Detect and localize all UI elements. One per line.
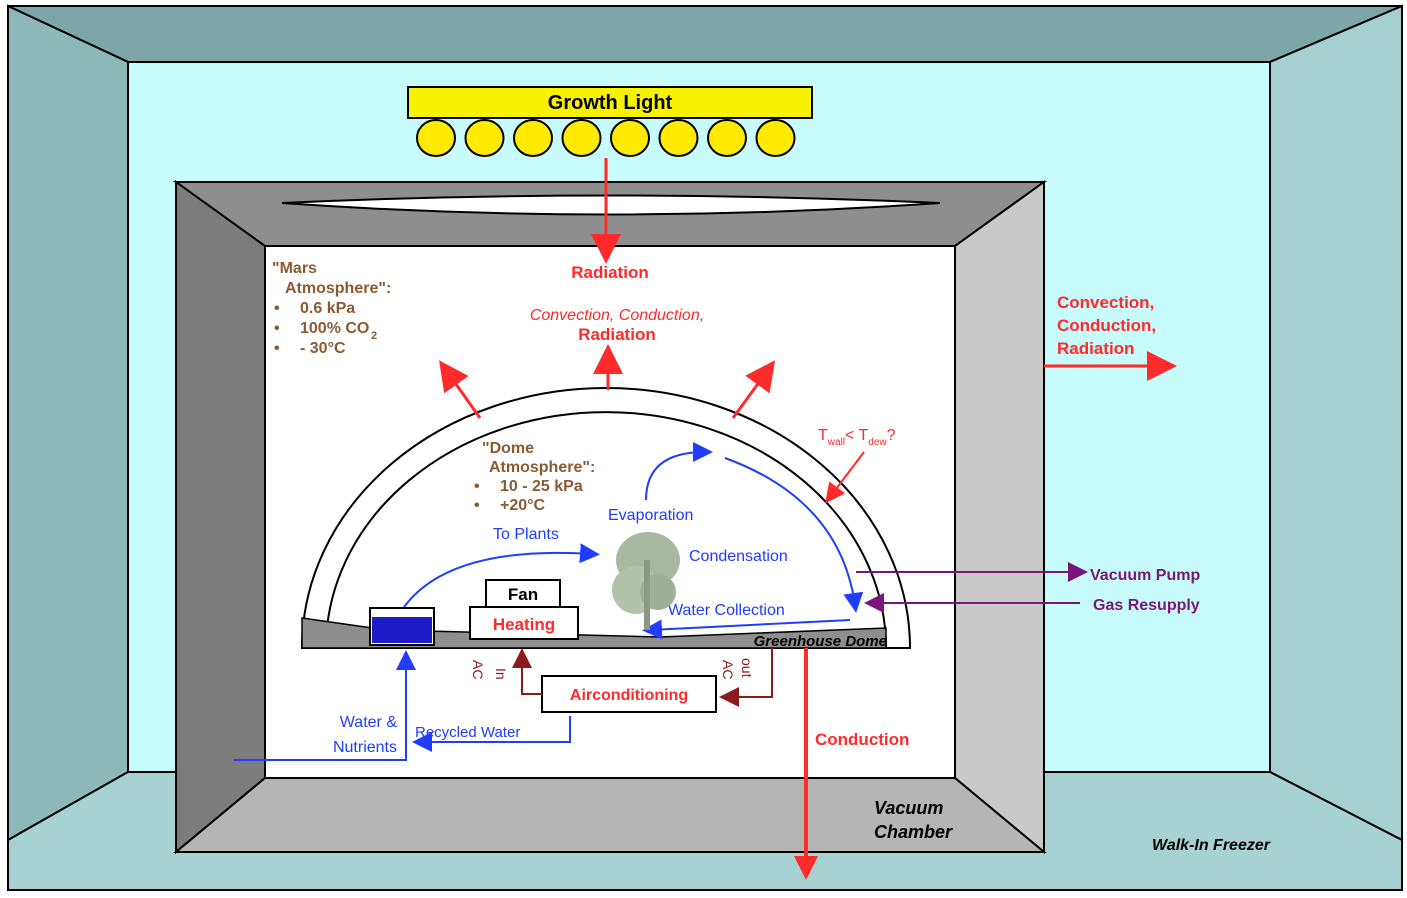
mars-bullet: •	[274, 300, 280, 317]
lamp-bulb	[610, 119, 650, 157]
mars-atmosphere-block: "Mars Atmosphere": • 0.6 kPa • 100% CO 2…	[272, 260, 391, 357]
fan-label: Fan	[508, 585, 538, 604]
to-plants-arrow	[403, 543, 600, 608]
ac-in-label-1: AC	[470, 660, 486, 679]
water-reservoir-fill	[372, 617, 432, 643]
radiation-label: Radiation	[571, 263, 648, 282]
dome-heat-label-1: Convection, Conduction,	[530, 307, 704, 324]
vacuum-chamber	[172, 180, 1048, 855]
dome-bullet: •	[474, 497, 480, 514]
ac-out-arrow	[719, 648, 773, 707]
fan-box	[485, 579, 561, 608]
greenhouse-dome: Greenhouse Dome	[300, 387, 912, 650]
chamber-right-wall	[954, 180, 1045, 855]
mars-atmosphere-title-1: "Mars	[272, 260, 317, 277]
water-nutrients-label-1: Water &	[340, 714, 398, 731]
growth-light-bar	[407, 86, 813, 119]
dome-atmosphere-title-1: "Dome	[482, 440, 534, 457]
freezer-ceiling	[7, 5, 1403, 63]
mars-co2: 100% CO	[300, 320, 369, 337]
dome-radiation-arrow-left	[439, 360, 482, 419]
ac-in-label-2: In	[493, 668, 509, 680]
dome-heat-label-2: Radiation	[578, 325, 655, 344]
to-plants-label: To Plants	[493, 526, 559, 543]
outer-heat-label-3: Radiation	[1057, 339, 1134, 358]
twall-label: Twall< Tdew?	[818, 427, 896, 448]
freezer-right-wall	[1269, 4, 1403, 842]
gas-resupply-label: Gas Resupply	[1093, 597, 1200, 614]
water-nutrients-arrow	[234, 650, 416, 761]
chamber-left-wall	[175, 180, 266, 855]
vacuum-chamber-label-1: Vacuum	[874, 798, 943, 818]
heating-label: Heating	[493, 615, 555, 634]
plant-image	[612, 532, 680, 630]
growth-light: Growth Light	[407, 86, 813, 157]
recycled-water-arrow	[412, 716, 571, 752]
lamp-bulb	[416, 119, 456, 157]
mars-co2-subscript: 2	[371, 330, 377, 342]
greenhouse-dome-label: Greenhouse Dome	[754, 633, 887, 650]
water-collection-label: Water Collection	[668, 602, 785, 619]
evaporation-label: Evaporation	[608, 507, 693, 524]
condensation-condition-arrow	[825, 451, 865, 504]
mars-bullet: •	[274, 340, 280, 357]
condensation-arrow	[724, 457, 864, 613]
chamber-window	[281, 194, 941, 216]
vacuum-pump-label: Vacuum Pump	[1090, 567, 1200, 584]
mars-temperature: - 30°C	[300, 340, 346, 357]
ac-out-label-1: AC	[720, 660, 736, 679]
lamp-bulb	[464, 119, 505, 157]
ac-out-label-2: out	[739, 658, 755, 678]
lamp-bulb	[707, 119, 747, 157]
lamp-bulb	[561, 119, 602, 157]
water-nutrients-label-2: Nutrients	[333, 739, 397, 756]
dome-atmosphere-title-2: Atmosphere":	[489, 459, 595, 476]
mars-pressure: 0.6 kPa	[300, 300, 355, 317]
growth-light-label: Growth Light	[548, 92, 673, 114]
heating-box	[469, 606, 579, 640]
condensation-condition: Twall< Tdew?	[818, 427, 896, 448]
lamp-bulb	[658, 119, 699, 157]
vacuum-chamber-label-2: Chamber	[874, 822, 953, 842]
dome-temperature: +20°C	[500, 497, 546, 514]
outer-heat-label-2: Conduction,	[1057, 316, 1156, 335]
dome-bullet: •	[474, 478, 480, 495]
freezer-left-wall	[7, 4, 129, 842]
dome-inner	[324, 411, 888, 649]
recycled-water-label: Recycled Water	[415, 724, 520, 741]
evaporation-arrow	[645, 442, 713, 501]
lamp-bulb	[513, 119, 553, 157]
ac-in-arrow	[512, 648, 542, 695]
airconditioning-label: Airconditioning	[570, 687, 688, 704]
condensation-label: Condensation	[689, 548, 788, 565]
water-collection-arrow	[642, 619, 851, 640]
mars-bullet: •	[274, 320, 280, 337]
dome-radiation-arrow-right	[731, 360, 776, 419]
dome-atmosphere-block: "Dome Atmosphere": • 10 - 25 kPa • +20°C	[474, 440, 595, 514]
lamp-bulb	[755, 119, 796, 157]
conduction-label: Conduction	[815, 730, 909, 749]
outer-heat-label-1: Convection,	[1057, 293, 1154, 312]
growth-light-lamps	[416, 119, 796, 157]
walk-in-freezer-label: Walk-In Freezer	[1152, 837, 1271, 854]
mars-atmosphere-title-2: Atmosphere":	[285, 280, 391, 297]
dome-pressure: 10 - 25 kPa	[500, 478, 583, 495]
